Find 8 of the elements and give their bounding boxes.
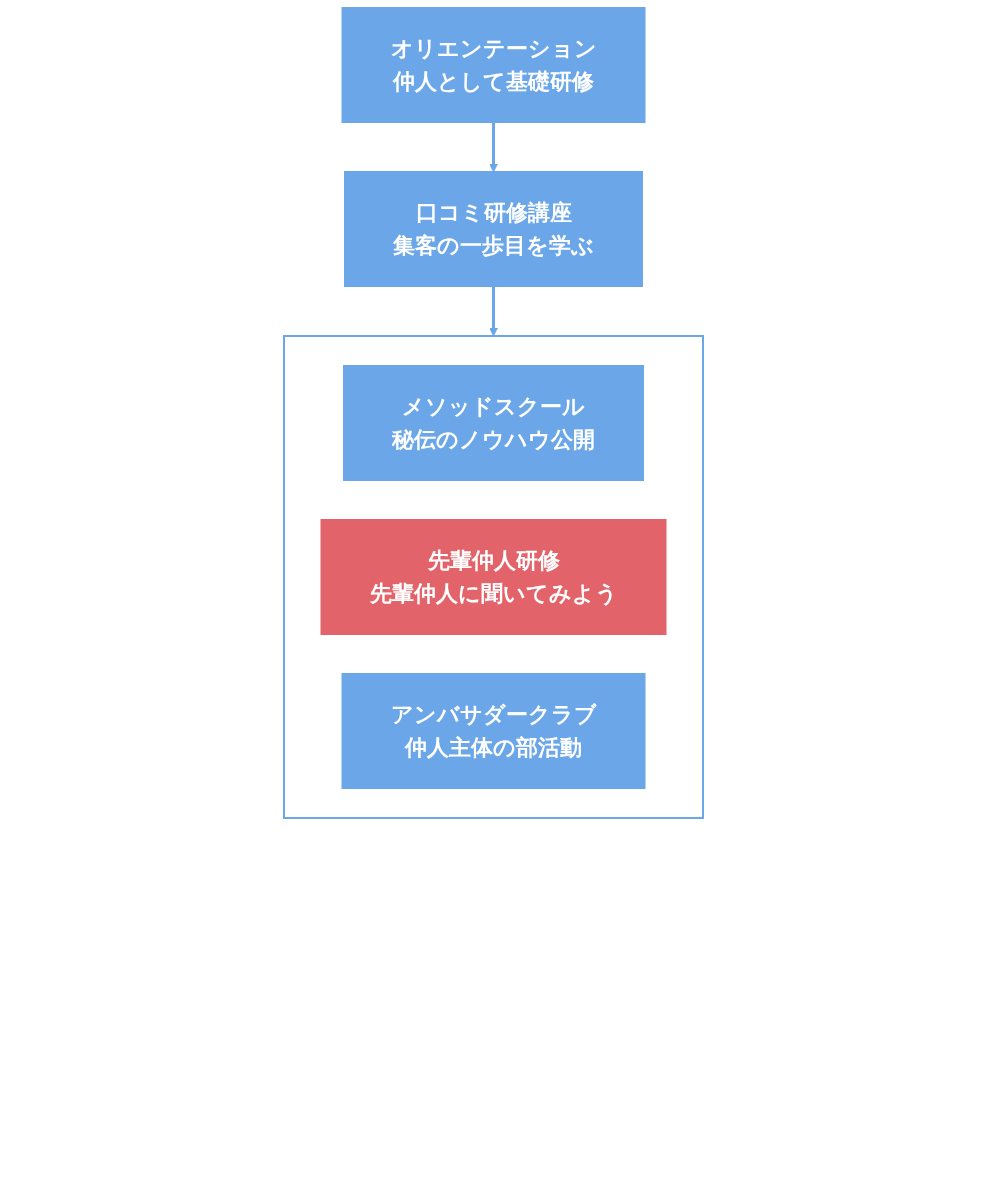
node-box: 口コミ研修講座 集客の一歩目を学ぶ: [344, 171, 643, 287]
arrow: [489, 286, 498, 337]
node-box: メソッドスクール 秘伝のノウハウ公開: [343, 365, 644, 481]
node-box: 先輩仲人研修 先輩仲人に聞いてみよう: [320, 519, 667, 635]
cluster: [283, 335, 704, 819]
node-box: アンバサダークラブ 仲人主体の部活動: [341, 673, 646, 789]
node-box: オリエンテーション 仲人として基礎研修: [341, 7, 646, 123]
arrow: [489, 122, 498, 173]
